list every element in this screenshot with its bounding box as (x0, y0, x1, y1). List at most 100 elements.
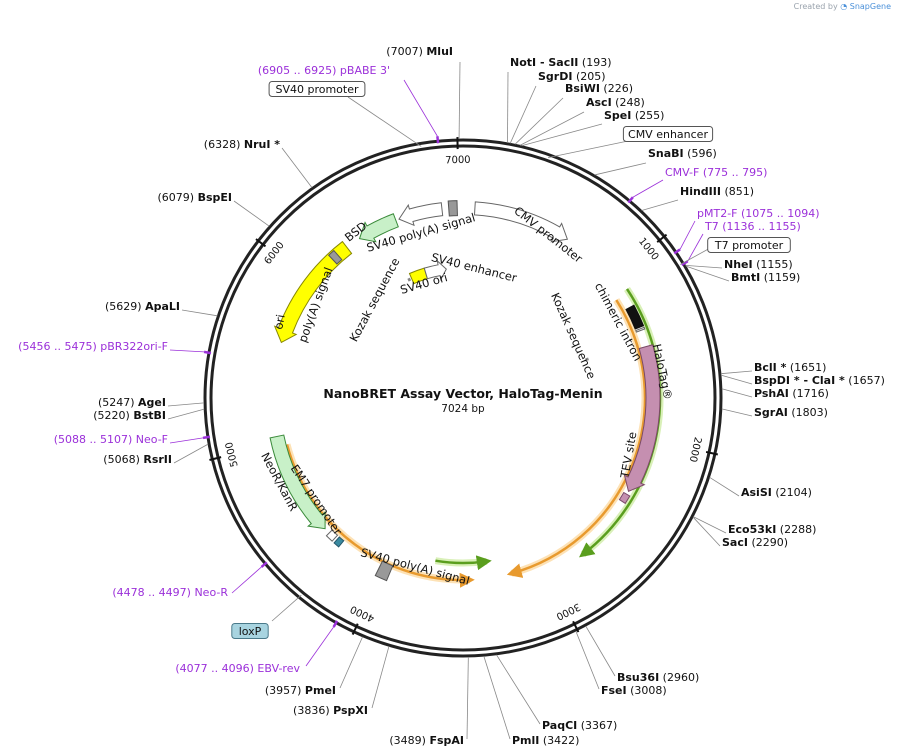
snapgene-credit: Created by ◔ SnapGene (794, 2, 891, 11)
site-label: (5068) RsrII (103, 453, 172, 466)
site-label: SgrDI (205) (538, 70, 606, 83)
primer-leader (679, 220, 696, 250)
site-leader (371, 646, 390, 709)
feature-shape (625, 304, 645, 330)
tick-label: 2000 (687, 436, 703, 463)
site-leader (709, 476, 740, 497)
site-label: FseI (3008) (601, 684, 667, 697)
primer-mark (627, 196, 634, 204)
site-leader (466, 656, 469, 740)
orf-arcs (283, 286, 664, 588)
site-leader (594, 162, 647, 176)
feature-label: SV40 poly(A) signal (359, 545, 471, 588)
primer-leader (169, 349, 205, 353)
site-label: PaqCI (3367) (542, 719, 617, 732)
feature-shape (333, 536, 345, 548)
feature-shape (374, 560, 394, 582)
tick-mark (255, 238, 267, 248)
site-leader (339, 636, 363, 689)
feature-shape (447, 200, 458, 217)
site-label: SnaBI (596) (648, 147, 717, 160)
site-label: BsiWI (226) (565, 82, 633, 95)
site-leader (173, 443, 209, 464)
tick-mark (705, 450, 719, 456)
primer-label: (4478 .. 4497) Neo-R (112, 586, 228, 599)
credit-brand: SnapGene (849, 2, 891, 11)
primer-mark (673, 248, 681, 255)
site-label: Eco53kI (2288) (728, 523, 816, 536)
feature-shape (358, 213, 399, 243)
primer-leader (231, 566, 262, 594)
site-label: (6079) BspEI (158, 191, 233, 204)
primer-mark (681, 260, 689, 267)
site-leader (720, 370, 753, 375)
primer-label: (4077 .. 4096) EBV-rev (175, 662, 300, 675)
site-leader (458, 61, 461, 140)
primer-label: (5456 .. 5475) pBR322ori-F (18, 340, 168, 353)
primer-mark (203, 350, 212, 355)
site-label: (5220) BstBI (93, 409, 166, 422)
callout-leader (271, 594, 302, 622)
site-leader (720, 374, 753, 385)
site-leader (281, 147, 313, 188)
primer-leader (403, 79, 438, 137)
tick-mark (572, 620, 580, 633)
primer-label: (6905 .. 6925) pBABE 3' (258, 64, 390, 77)
tick-label: 6000 (263, 240, 287, 267)
primer-mark (202, 435, 211, 440)
site-label: PshAI (1716) (754, 387, 829, 400)
feature-label: ori (271, 313, 287, 330)
features (269, 200, 661, 582)
feature-shape (398, 202, 444, 227)
primer-mark (260, 561, 268, 568)
site-label: SgrAI (1803) (754, 406, 828, 419)
site-leader (509, 85, 537, 144)
site-label: NheI (1155) (724, 258, 793, 271)
site-label: BmtI (1159) (731, 271, 800, 284)
plasmid-title: NanoBRET Assay Vector, HaloTag-Menin (323, 386, 602, 401)
site-label: PmlI (3422) (512, 734, 579, 747)
site-label: (6328) NruI * (204, 138, 280, 151)
site-leader (181, 309, 218, 317)
callout-leader (347, 96, 422, 147)
backbone-inner-ring (209, 144, 717, 652)
site-leader (721, 388, 753, 398)
site-label: (5629) ApaLI (105, 300, 180, 313)
primer-leader (687, 233, 704, 262)
feature-shape (623, 344, 661, 493)
site-leader (167, 402, 205, 407)
site-leader (167, 408, 205, 420)
site-leader (521, 123, 603, 147)
feature-label: CMV promoter (511, 204, 585, 266)
orf-arc (435, 555, 492, 571)
backbone-outer-ring (203, 138, 723, 658)
callout-label: loxP (239, 625, 262, 638)
feature-shape (407, 277, 412, 282)
snapgene-logo-icon: ◔ (840, 2, 848, 11)
callout-label: SV40 promoter (275, 83, 359, 96)
orf-arc (285, 444, 475, 588)
site-leader (496, 654, 541, 725)
site-label: SacI (2290) (722, 536, 788, 549)
feature-label: Kozak sequence (347, 255, 403, 344)
primer-leader (305, 626, 334, 667)
feature-shape (327, 249, 343, 265)
feature-shape (473, 201, 569, 243)
site-leader (483, 656, 511, 740)
feature-shape (585, 357, 589, 361)
primer-label: pMT2-F (1075 .. 1094) (697, 207, 820, 220)
site-leader (685, 264, 723, 269)
site-label: AscI (248) (586, 96, 645, 109)
site-label: (5247) AgeI (98, 396, 166, 409)
orf-arc (506, 299, 647, 578)
primer-leader (632, 179, 664, 198)
callout-label: CMV enhancer (628, 128, 708, 141)
site-leader (514, 97, 564, 145)
site-label: BspDI * - ClaI * (1657) (754, 374, 885, 387)
site-label: NotI - SacII (193) (510, 56, 611, 69)
feature-label: Kozak sequence (548, 291, 599, 381)
site-label: HindIII (851) (680, 185, 754, 198)
site-label: (3957) PmeI (265, 684, 336, 697)
